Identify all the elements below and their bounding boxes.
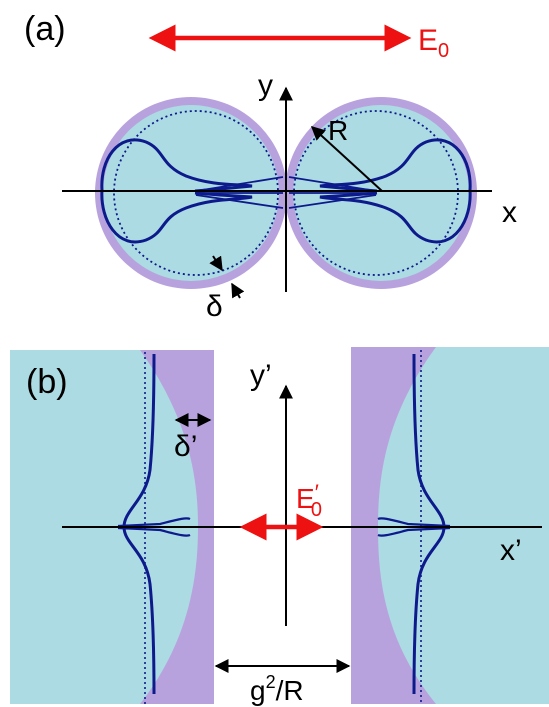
- left-particle-core: [103, 105, 279, 281]
- delta-label-a: δ: [206, 290, 223, 323]
- radius-arrow: [310, 126, 383, 192]
- radius-label: R: [328, 115, 348, 146]
- panel-a-label: (a): [24, 10, 66, 48]
- left-strip-spikes: [117, 517, 191, 537]
- x-axis-label-b: x’: [500, 534, 522, 567]
- right-field-spikes: [288, 176, 377, 209]
- field-label-a: E0: [418, 24, 449, 62]
- delta-label-b: δ’: [174, 430, 197, 463]
- y-axis-label-b: y’: [250, 359, 272, 392]
- field-label-b: E′0: [296, 480, 322, 521]
- right-strip-spikes: [377, 517, 451, 537]
- panel-a: (a) E0 x y R δ: [24, 10, 517, 323]
- x-axis-label-a: x: [502, 196, 517, 229]
- left-field-spikes: [195, 176, 284, 209]
- right-dotted-circle-visible: [293, 110, 459, 276]
- delta-arrow-in: [209, 255, 223, 272]
- y-axis-label-a: y: [258, 69, 273, 102]
- delta-arrow-out: [231, 282, 245, 299]
- gap-label: g2/R: [250, 672, 304, 706]
- panel-b-label: (b): [26, 363, 68, 401]
- panel-b: (b) δ’ x’ y’ E′0 g2/R: [10, 347, 549, 706]
